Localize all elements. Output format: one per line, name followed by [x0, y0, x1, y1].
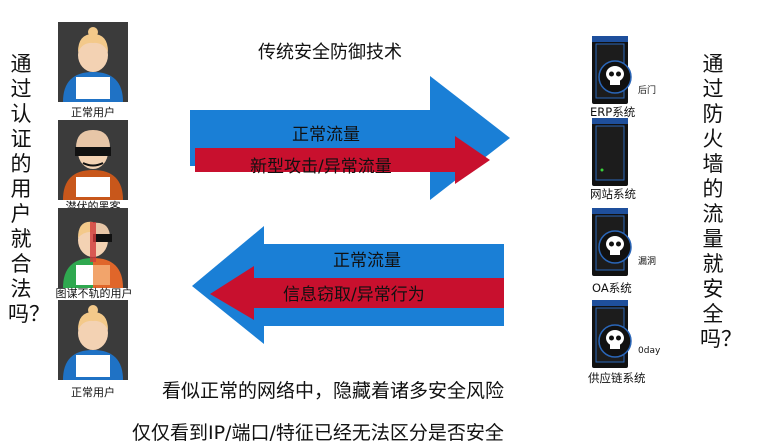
diagram-title: 传统安全防御技术 — [258, 42, 402, 63]
bottom-traffic-arrows — [192, 226, 504, 344]
skull-icon — [598, 324, 632, 358]
server-label-4: 供应链系统 — [588, 371, 646, 385]
top-red-arrow — [195, 136, 490, 184]
server-tag-1: 后门 — [638, 86, 657, 96]
hacker-icon — [58, 120, 128, 200]
bottom-red-label: 信息窃取/异常行为 — [283, 285, 425, 305]
top-traffic-arrows — [190, 76, 510, 200]
server-label-2: 网站系统 — [590, 187, 636, 201]
skull-icon — [598, 60, 632, 94]
user-label-4: 正常用户 — [71, 386, 115, 399]
server-label-3: OA系统 — [592, 281, 632, 295]
user-label-3: 图谋不轨的用户 — [55, 287, 133, 300]
skull-icon — [598, 230, 632, 264]
top-blue-label: 正常流量 — [292, 125, 360, 145]
server-tag-3: 漏洞 — [638, 257, 657, 267]
bottom-red-arrow — [210, 266, 504, 320]
server-tag-4: 0day — [638, 346, 661, 356]
server-label-1: ERP系统 — [590, 105, 636, 119]
bottom-blue-label: 正常流量 — [333, 251, 401, 271]
top-red-label: 新型攻击/异常流量 — [250, 157, 392, 177]
user-label-1: 正常用户 — [71, 106, 115, 119]
normal-user-icon — [58, 22, 128, 102]
left-question: 通过认证的用户就合法吗？ — [8, 52, 50, 326]
caption-line-2: 仅仅看到IP/端口/特征已经无法区分是否安全 — [132, 422, 504, 444]
server-icon — [592, 118, 628, 186]
caption-line-1: 看似正常的网络中，隐藏着诸多安全风险 — [162, 380, 505, 402]
half-hacker-icon — [58, 208, 128, 288]
normal-user-icon — [58, 300, 128, 380]
right-question: 通过防火墙的流量就安全吗？ — [700, 52, 742, 351]
